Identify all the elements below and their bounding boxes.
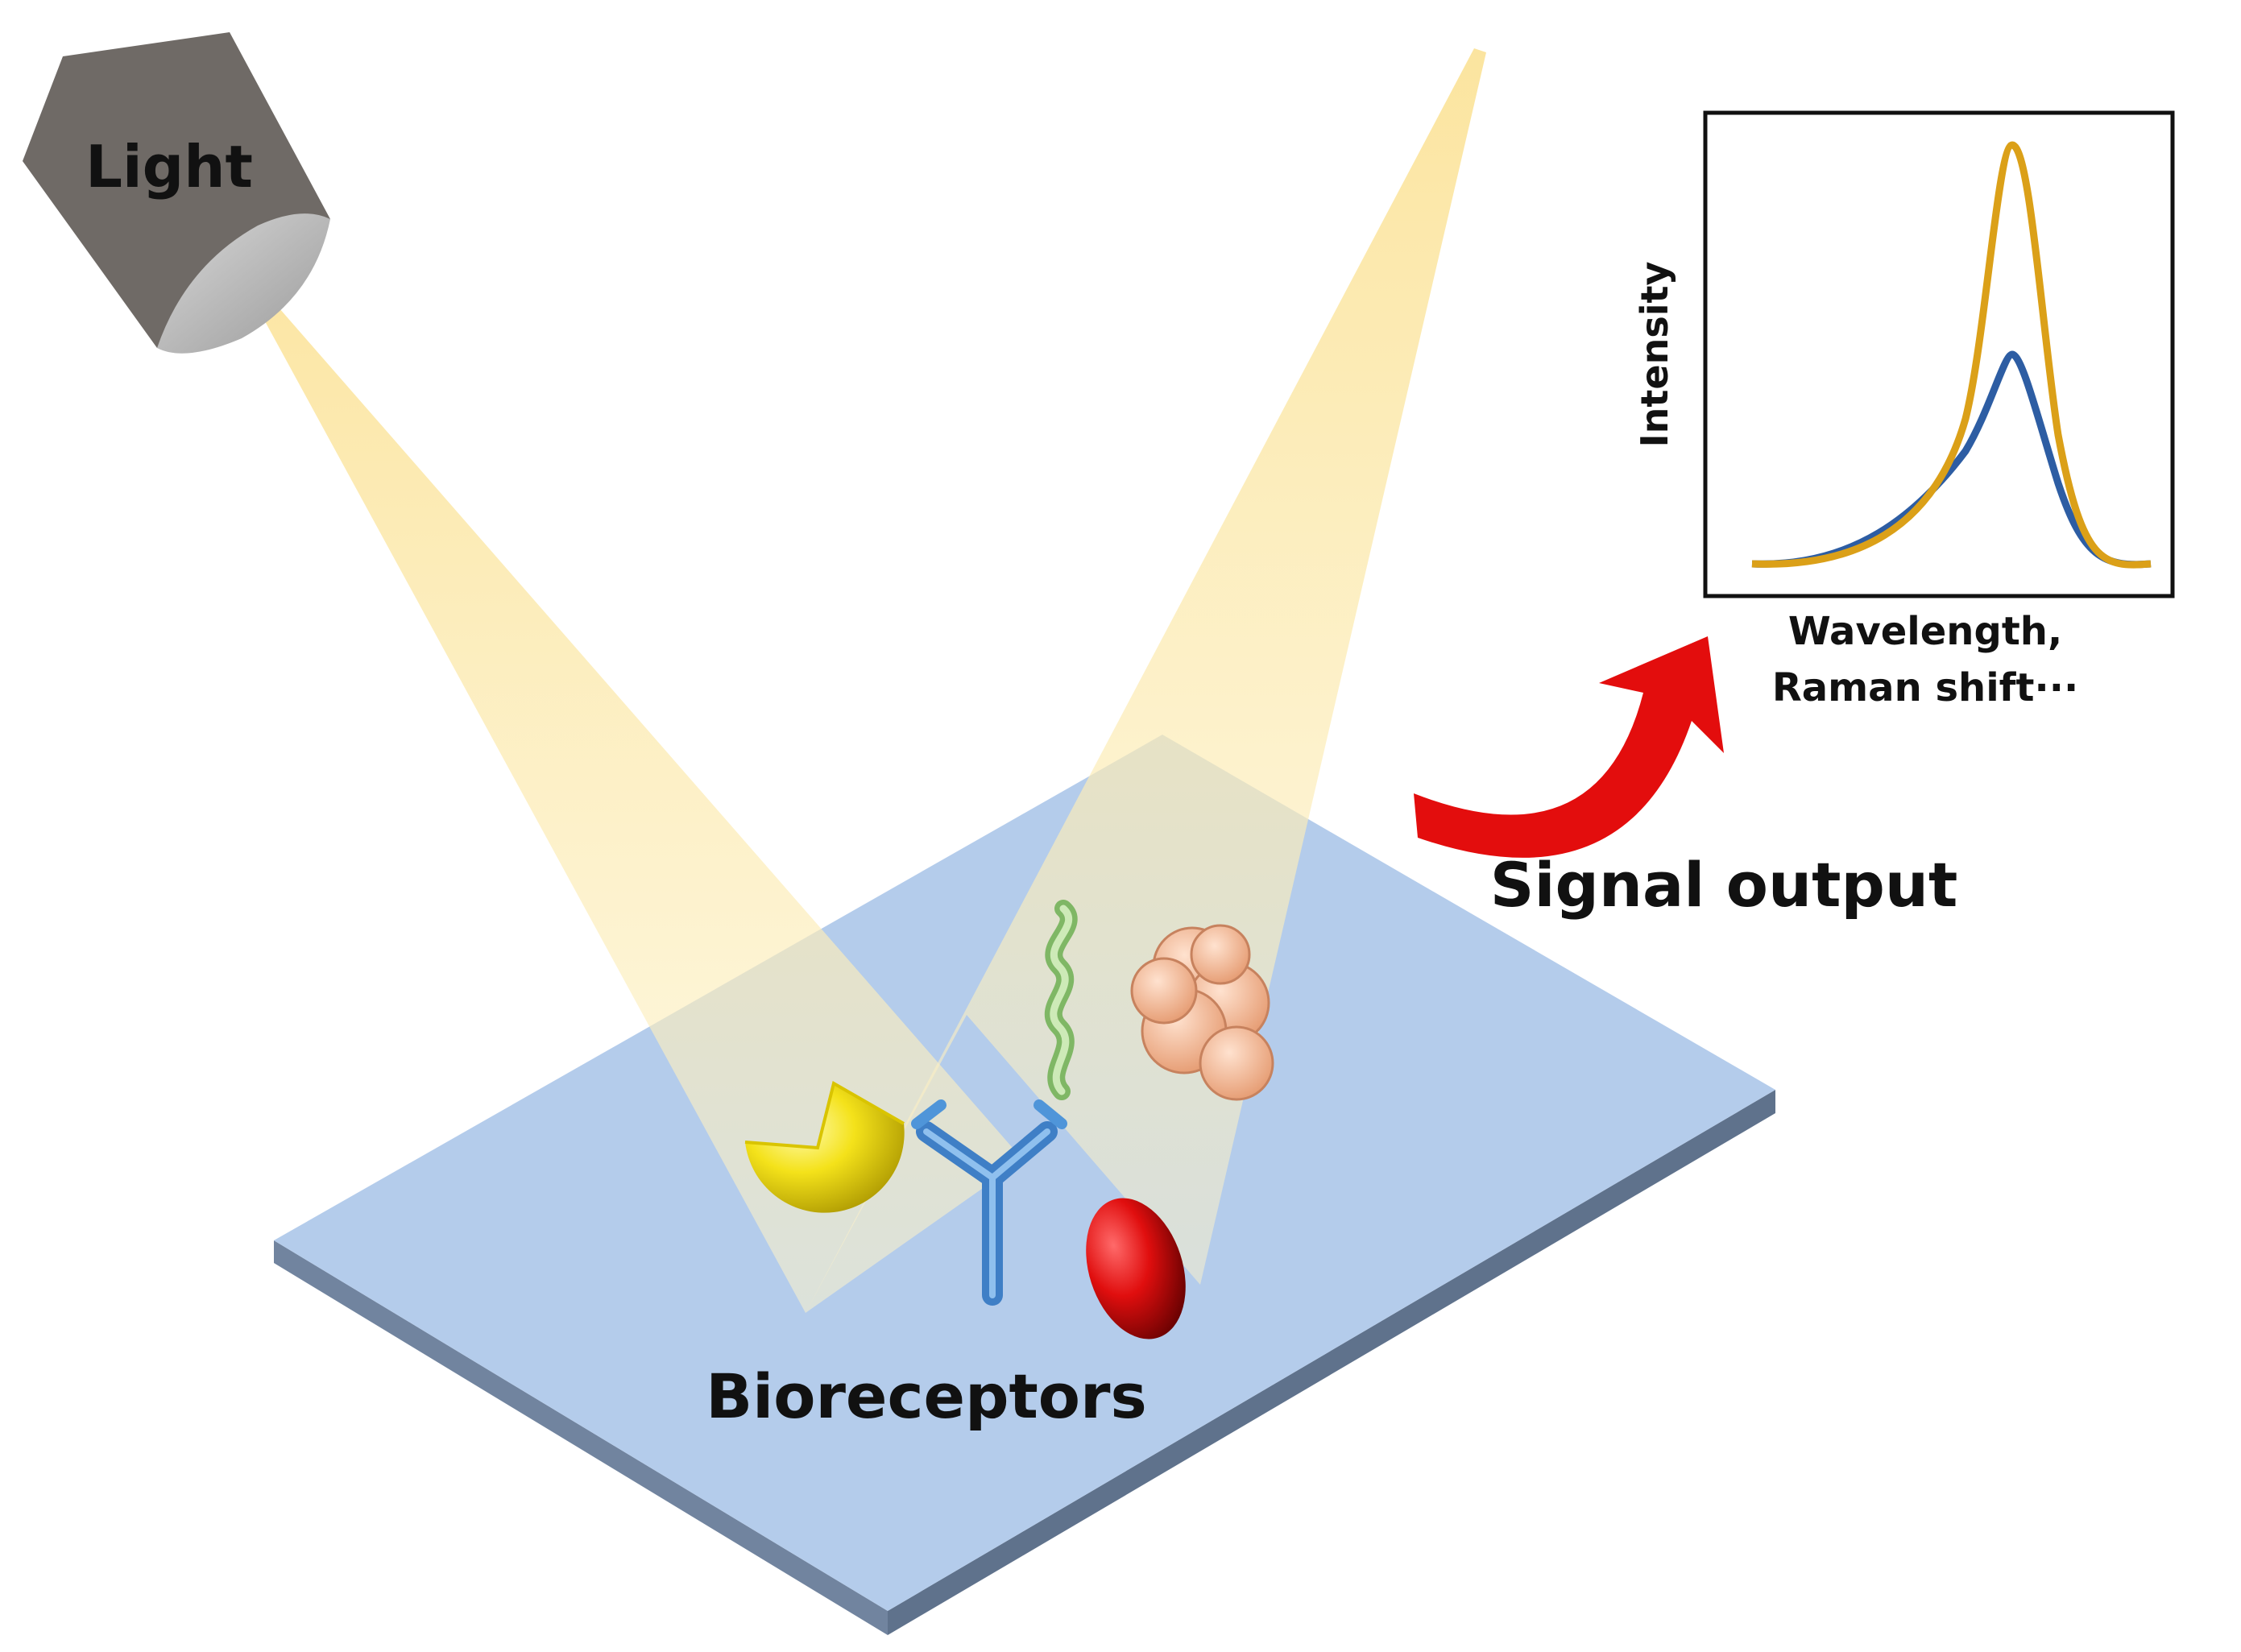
substrate-top: [274, 735, 1775, 1611]
antibody-icon: [911, 1099, 1067, 1306]
substrate-edge-left: [274, 1240, 888, 1635]
spectrum-xlabel-line1: Wavelength,: [1788, 609, 2062, 654]
spectrum-inset: Intensity Wavelength, Raman shift···: [1633, 110, 2175, 710]
light-beams: [246, 48, 1486, 1313]
lamp-icon: Light: [23, 32, 330, 354]
tissue-icon: [1130, 924, 1274, 1101]
enzyme-icon: [744, 1080, 905, 1213]
substrate-edge-right: [888, 1090, 1775, 1635]
reflected-light-beam: [806, 48, 1486, 1313]
bioreceptors-label: Bioreceptors: [706, 1360, 1146, 1432]
spectrum-ylabel: Intensity: [1633, 262, 1676, 448]
spectrum-curve-low: [1751, 350, 2152, 569]
bioreceptors-group: Bioreceptors: [706, 900, 1274, 1432]
light-label: Light: [85, 133, 253, 201]
substrate-plate: [274, 735, 1775, 1635]
red-blood-cell-icon: [1086, 1198, 1186, 1339]
spectrum-xlabel-line2: Raman shift···: [1772, 665, 2078, 710]
spectrum-curve-high: [1751, 141, 2152, 569]
incident-light-beam: [246, 286, 1023, 1313]
aptamer-icon: [1044, 900, 1078, 1100]
spectrum-frame: [1703, 110, 2175, 598]
signal-output-label: Signal output: [1490, 849, 1958, 921]
curved-arrow-icon: [1414, 636, 1724, 858]
